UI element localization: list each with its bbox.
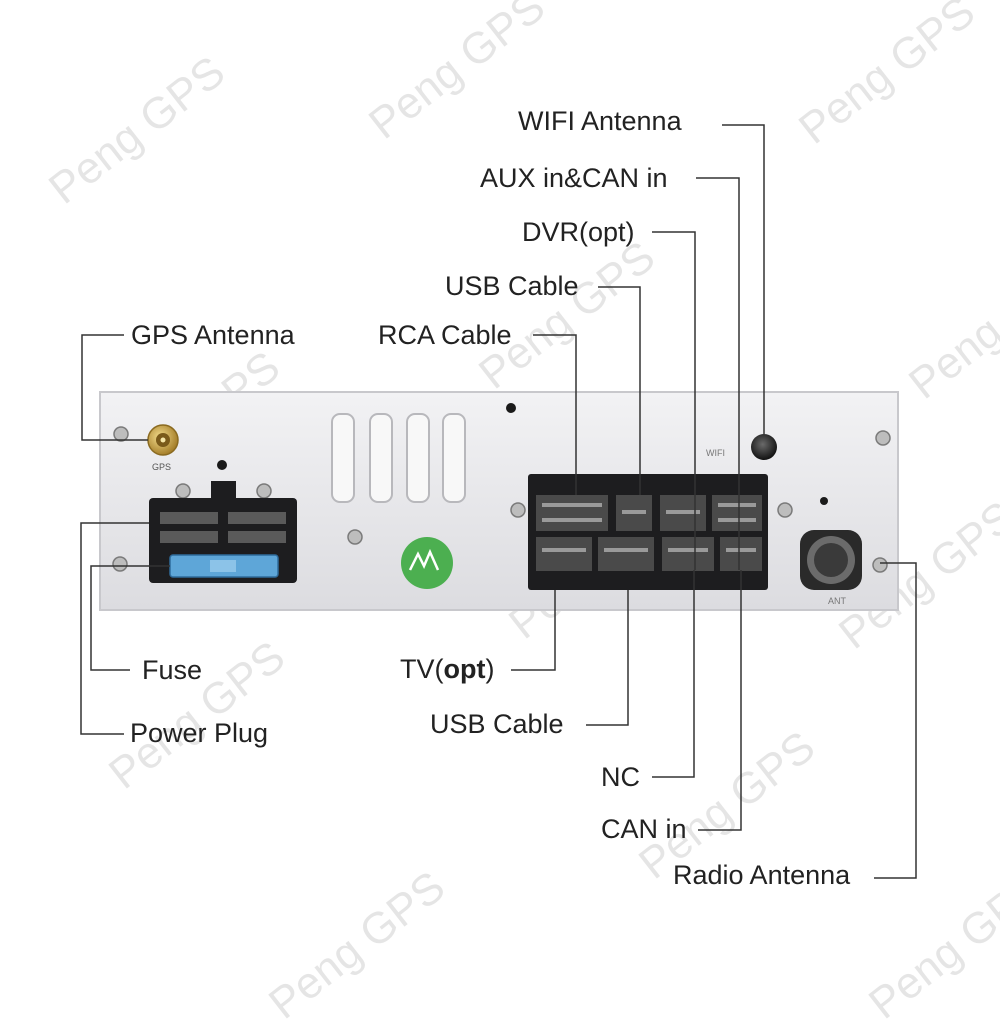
gps-port xyxy=(147,424,179,456)
usb-cable-top-label: USB Cable xyxy=(445,271,579,301)
certification-badge-icon xyxy=(401,537,453,589)
radio-antenna-port xyxy=(800,530,862,590)
fuse-label: Fuse xyxy=(142,655,203,685)
can-in-label: CAN in xyxy=(601,814,687,844)
rca-cable-label: RCA Cable xyxy=(378,320,512,350)
gps-antenna-label: GPS Antenna xyxy=(131,320,295,350)
multi-connector-block xyxy=(528,474,768,590)
antenna-port-marking: ANT xyxy=(828,596,847,606)
diagram-graphics: GPS xyxy=(80,124,917,879)
tv-opt-text: opt xyxy=(443,654,486,684)
nc-label: NC xyxy=(601,762,640,792)
screw-icon xyxy=(112,426,891,573)
leader-lines xyxy=(80,124,917,879)
radio-antenna-label: Radio Antenna xyxy=(673,860,851,890)
tv-prefix: TV( xyxy=(400,654,444,684)
wifi-antenna-label: WIFI Antenna xyxy=(518,106,682,136)
power-plug-label: Power Plug xyxy=(130,718,269,748)
mount-hole xyxy=(506,403,516,413)
vent-slots xyxy=(331,413,466,503)
mount-hole xyxy=(820,497,828,505)
fuse xyxy=(169,554,279,578)
mount-hole xyxy=(217,460,227,470)
dvr-label: DVR(opt) xyxy=(522,217,635,247)
wifi-port-marking: WIFI xyxy=(706,448,725,458)
rear-panel-diagram: Peng GPS Peng GPS Peng GPS Peng GPS Peng… xyxy=(40,0,1000,1029)
aux-can-in-label: AUX in&CAN in xyxy=(480,163,668,193)
gps-port-marking: GPS xyxy=(152,462,171,472)
tv-suffix: ) xyxy=(485,654,495,684)
tv-opt-label: TV(opt) xyxy=(400,654,494,684)
usb-cable-bottom-label: USB Cable xyxy=(430,709,564,739)
wifi-antenna-port xyxy=(751,434,777,460)
